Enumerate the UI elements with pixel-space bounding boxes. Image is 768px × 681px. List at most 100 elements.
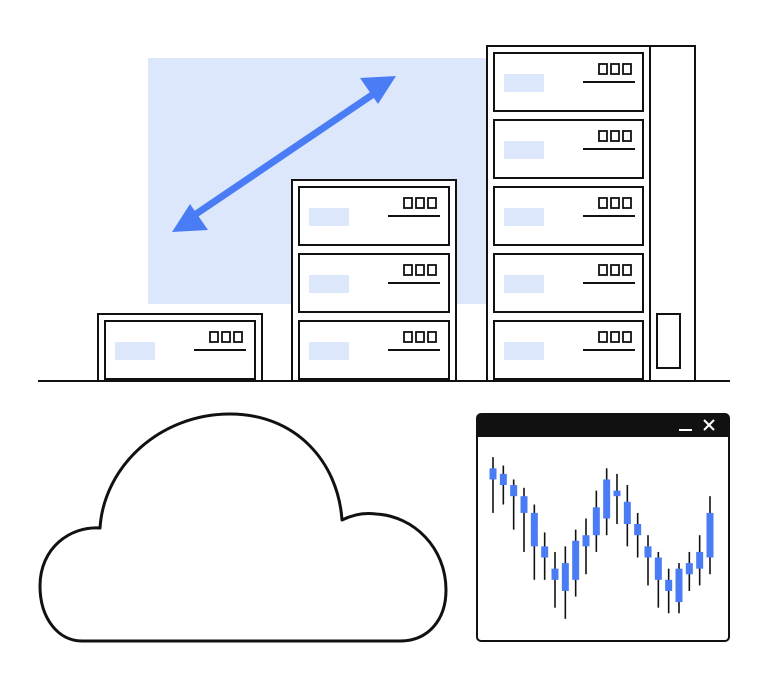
candle-body <box>592 507 600 536</box>
candle-body <box>613 490 621 497</box>
candle-body <box>582 535 590 547</box>
status-light-icon <box>622 130 632 142</box>
candle <box>623 485 631 547</box>
candle-body <box>644 546 652 558</box>
server-label-plate <box>504 275 544 293</box>
candle <box>499 465 507 505</box>
candle-body <box>572 540 580 580</box>
candle <box>685 551 693 591</box>
status-light-icon <box>598 264 608 276</box>
candle <box>665 568 673 614</box>
candle-body <box>489 468 497 480</box>
server-unit <box>493 186 644 246</box>
status-light-icon <box>403 197 413 209</box>
status-light-icon <box>598 130 608 142</box>
server-label-plate <box>504 74 544 92</box>
candle-body <box>634 524 642 536</box>
status-light-icon <box>209 331 219 343</box>
status-light-icon <box>427 331 437 343</box>
server-unit <box>298 320 450 380</box>
status-light-icon <box>622 264 632 276</box>
server-label-plate <box>115 342 155 360</box>
candle <box>541 532 549 580</box>
candle-body <box>706 512 714 558</box>
status-light-icon <box>221 331 231 343</box>
chart-window <box>476 413 730 642</box>
candle-body <box>654 557 662 580</box>
status-light-icon <box>610 331 620 343</box>
status-light-icon <box>622 63 632 75</box>
status-light-icon <box>598 197 608 209</box>
candle-body <box>541 546 549 558</box>
server-unit <box>493 119 644 179</box>
status-light-icon <box>415 197 425 209</box>
rack-side-panel <box>649 45 696 382</box>
candle <box>675 563 683 614</box>
status-light-icon <box>403 264 413 276</box>
candle <box>530 504 538 580</box>
server-unit <box>493 52 644 112</box>
cloud-icon <box>38 412 448 643</box>
status-light-icon <box>610 130 620 142</box>
status-light-icon <box>610 264 620 276</box>
candle-body <box>499 473 507 486</box>
server-unit <box>298 253 450 313</box>
candle-body <box>665 579 673 591</box>
status-light-icon <box>427 197 437 209</box>
candle-body <box>685 563 693 575</box>
candle <box>592 490 600 552</box>
chart-window-titlebar <box>477 414 729 437</box>
candle <box>520 487 528 552</box>
status-light-icon <box>622 331 632 343</box>
status-light-icon <box>233 331 243 343</box>
candle <box>644 535 652 586</box>
candle <box>561 546 569 619</box>
chart-window-frame <box>476 413 730 642</box>
candle <box>603 468 611 536</box>
status-light-icon <box>610 197 620 209</box>
server-racks <box>97 45 696 382</box>
status-light-icon <box>415 264 425 276</box>
double-headed-arrow-icon <box>172 76 396 232</box>
status-light-icon <box>598 331 608 343</box>
candle <box>582 518 590 575</box>
server-rack <box>486 45 696 382</box>
candlestick-chart <box>489 457 714 619</box>
candle-body <box>696 551 704 569</box>
candle <box>634 512 642 558</box>
candle-body <box>510 485 518 497</box>
status-light-icon <box>427 264 437 276</box>
close-icon[interactable] <box>703 419 715 431</box>
server-label-plate <box>504 342 544 360</box>
candle <box>551 551 559 608</box>
server-unit <box>298 186 450 246</box>
candle <box>572 529 580 597</box>
candle <box>613 473 621 525</box>
candle <box>706 496 714 575</box>
server-rack <box>97 313 263 382</box>
status-light-icon <box>415 331 425 343</box>
candle-body <box>530 512 538 547</box>
candle <box>510 479 518 530</box>
candle-body <box>520 496 528 513</box>
server-label-plate <box>309 275 349 293</box>
server-label-plate <box>504 208 544 226</box>
candle-body <box>675 568 683 603</box>
server-unit <box>493 253 644 313</box>
status-light-icon <box>610 63 620 75</box>
candle-body <box>551 568 559 580</box>
status-light-icon <box>598 63 608 75</box>
status-light-icon <box>403 331 413 343</box>
server-unit <box>104 320 256 380</box>
candle-body <box>561 563 569 591</box>
server-unit <box>493 320 644 380</box>
candle <box>696 535 704 586</box>
server-label-plate <box>309 342 349 360</box>
candle-body <box>623 501 631 525</box>
server-rack <box>291 179 457 382</box>
server-label-plate <box>504 141 544 159</box>
candle-body <box>603 479 611 519</box>
candle <box>654 551 662 608</box>
status-light-icon <box>622 197 632 209</box>
